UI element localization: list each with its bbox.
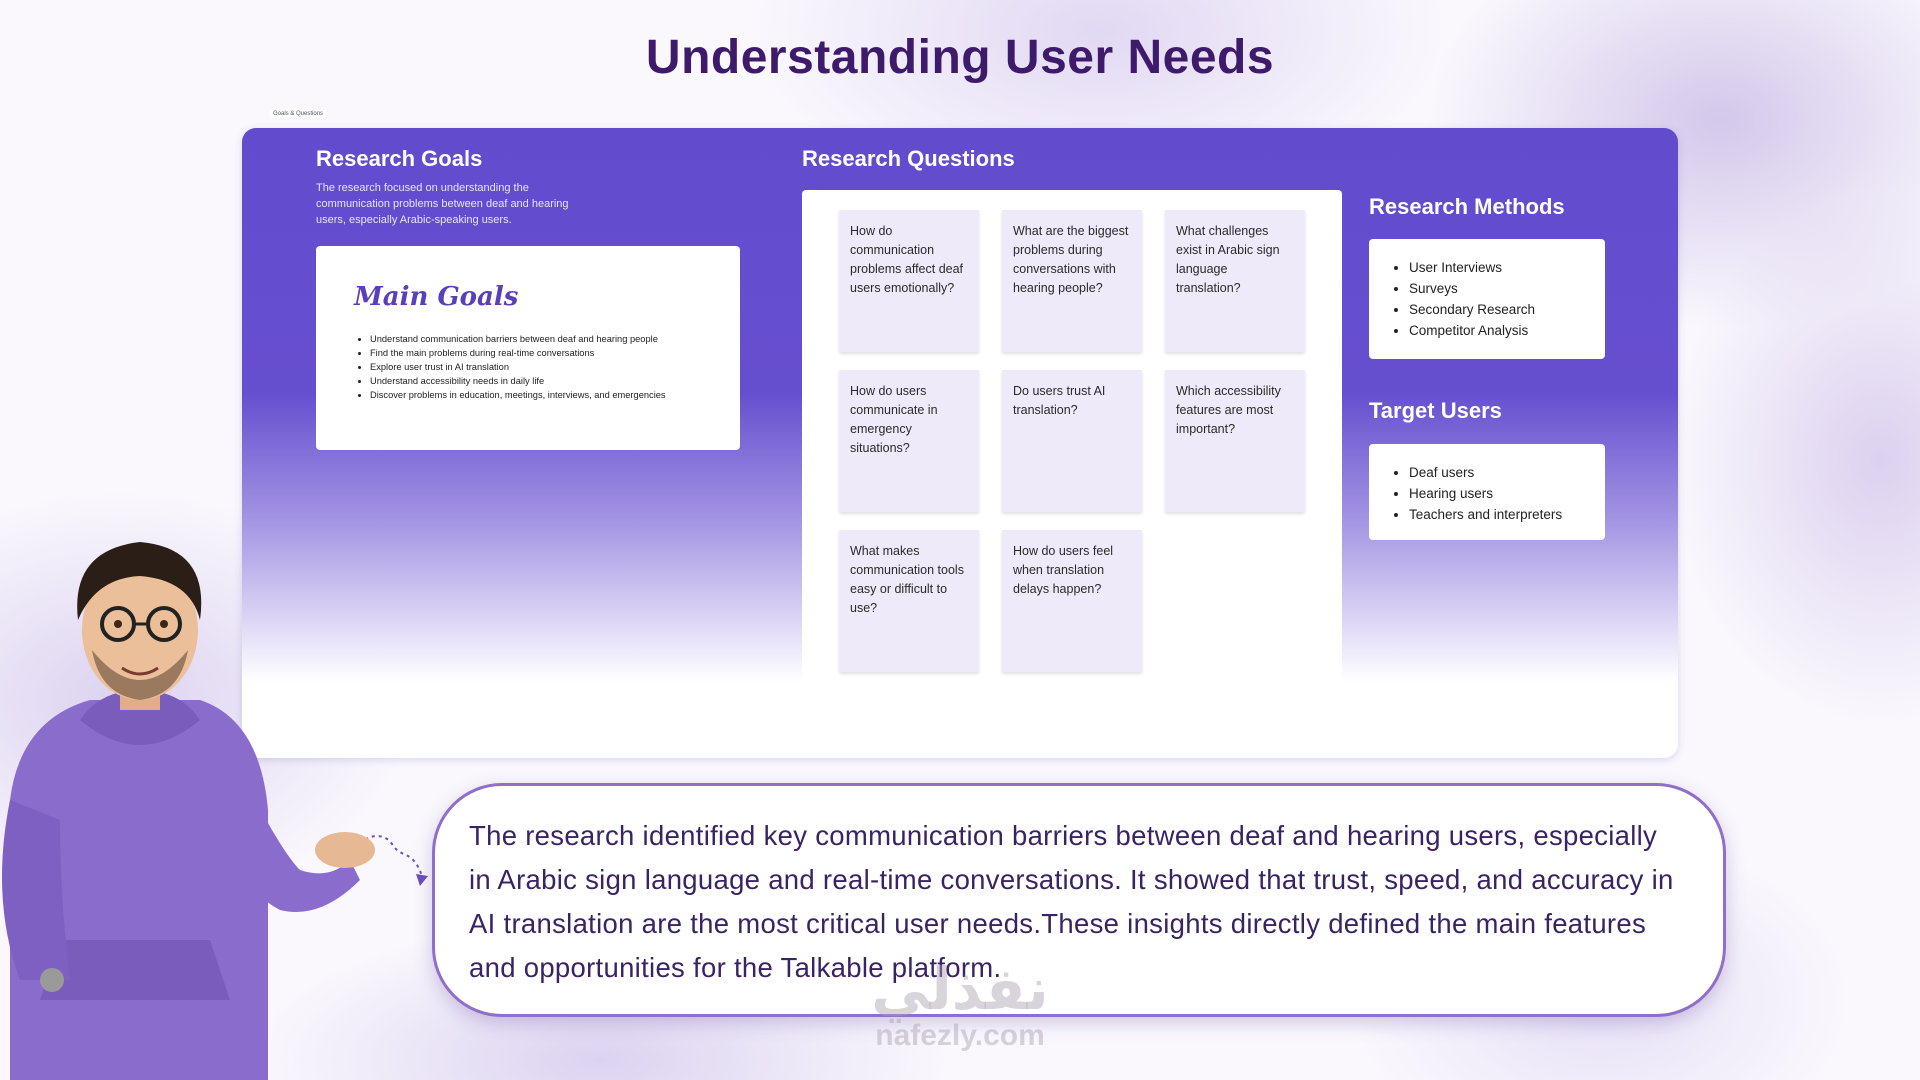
speech-text: The research identified key communicatio… [469, 820, 1674, 983]
target-user-item: Hearing users [1409, 483, 1605, 504]
goal-item: Understand accessibility needs in daily … [370, 374, 740, 388]
page-title: Understanding User Needs [645, 31, 1275, 84]
research-questions-panel: How do communication problems affect dea… [802, 190, 1342, 700]
watermark-arabic: نفذلي [871, 955, 1049, 1023]
main-goals-title: Main Goals [354, 282, 519, 312]
method-item: Competitor Analysis [1409, 320, 1605, 341]
goal-item: Understand communication barriers betwee… [370, 332, 740, 346]
target-users-card: Deaf users Hearing users Teachers and in… [1369, 444, 1605, 540]
goal-item: Find the main problems during real-time … [370, 346, 740, 360]
board-tag: Goals & Questions [270, 110, 327, 118]
goal-item: Explore user trust in AI translation [370, 360, 740, 374]
speech-bubble: The research identified key communicatio… [432, 783, 1726, 1017]
watermark: نفذلي nafezly.com [850, 960, 1070, 1054]
goal-item: Discover problems in education, meetings… [370, 388, 740, 402]
research-goals-description: The research focused on understanding th… [316, 182, 569, 226]
main-goals-list: Understand communication barriers betwee… [358, 332, 740, 402]
question-note: How do users communicate in emergency si… [839, 370, 979, 512]
method-item: Surveys [1409, 278, 1605, 299]
research-goals-heading: Research Goals [316, 146, 483, 171]
research-methods-card: User Interviews Surveys Secondary Resear… [1369, 239, 1605, 359]
research-board: Research Goals The research focused on u… [242, 128, 1678, 758]
question-note: Which accessibility features are most im… [1165, 370, 1305, 512]
question-note: Do users trust AI translation? [1002, 370, 1142, 512]
target-users-list: Deaf users Hearing users Teachers and in… [1369, 444, 1605, 525]
research-methods-list: User Interviews Surveys Secondary Resear… [1369, 239, 1605, 341]
question-note: How do communication problems affect dea… [839, 210, 979, 352]
presenter-avatar [2, 542, 375, 1080]
method-item: User Interviews [1409, 257, 1605, 278]
main-goals-card: Main Goals Understand communication barr… [316, 246, 740, 450]
watermark-latin: nafezly.com [875, 1019, 1045, 1052]
question-note: What makes communication tools easy or d… [839, 530, 979, 672]
target-user-item: Teachers and interpreters [1409, 504, 1605, 525]
research-questions-heading: Research Questions [802, 146, 1015, 171]
method-item: Secondary Research [1409, 299, 1605, 320]
research-methods-heading: Research Methods [1369, 194, 1565, 219]
question-note: What are the biggest problems during con… [1002, 210, 1142, 352]
target-user-item: Deaf users [1409, 462, 1605, 483]
target-users-heading: Target Users [1369, 398, 1502, 423]
question-note: What challenges exist in Arabic sign lan… [1165, 210, 1305, 352]
question-note: How do users feel when translation delay… [1002, 530, 1142, 672]
